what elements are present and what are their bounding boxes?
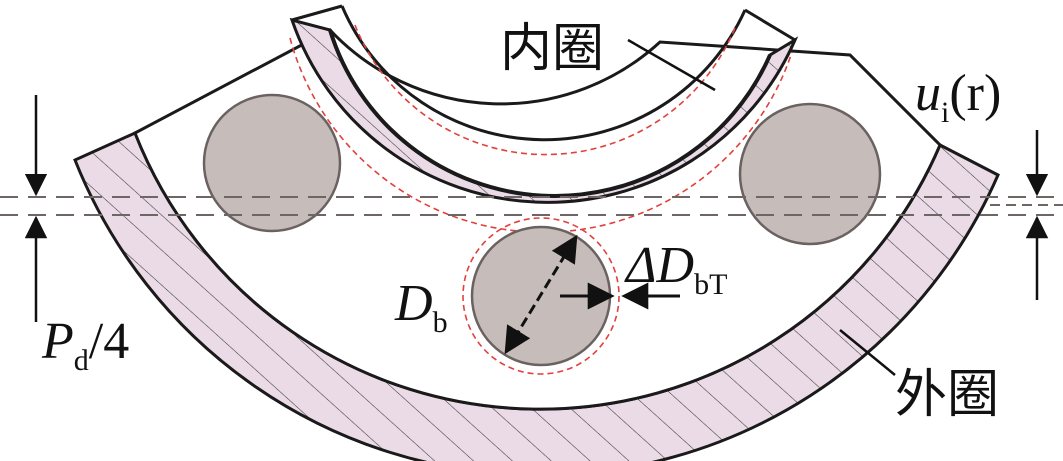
ball-diameter-double-arrow: [504, 234, 578, 355]
clearance-label: Pd/4: [41, 313, 129, 377]
outer-ring-leader: [839, 329, 896, 376]
inner-ring-leader: [627, 38, 716, 92]
inner-ring-label: 内圈: [500, 19, 604, 79]
ball-right: [738, 102, 882, 246]
ball-diameter-label: Db: [394, 275, 448, 339]
inner-displacement-label: ui(r): [915, 65, 1001, 129]
inner-ring-left-edge: [291, 4, 343, 22]
outer-ring-label: 外圈: [895, 365, 999, 425]
ball-expansion-label: ΔDbT: [624, 237, 727, 301]
ball-left: [202, 93, 342, 233]
inner-ring-bore: [340, 5, 747, 142]
ball-bottom-expansion-contour: [462, 217, 620, 375]
inner-raceway: [328, 29, 772, 198]
inner-ring-expansion-contour-inner: [354, 24, 736, 156]
inner-ring-right-edge: [744, 8, 796, 42]
